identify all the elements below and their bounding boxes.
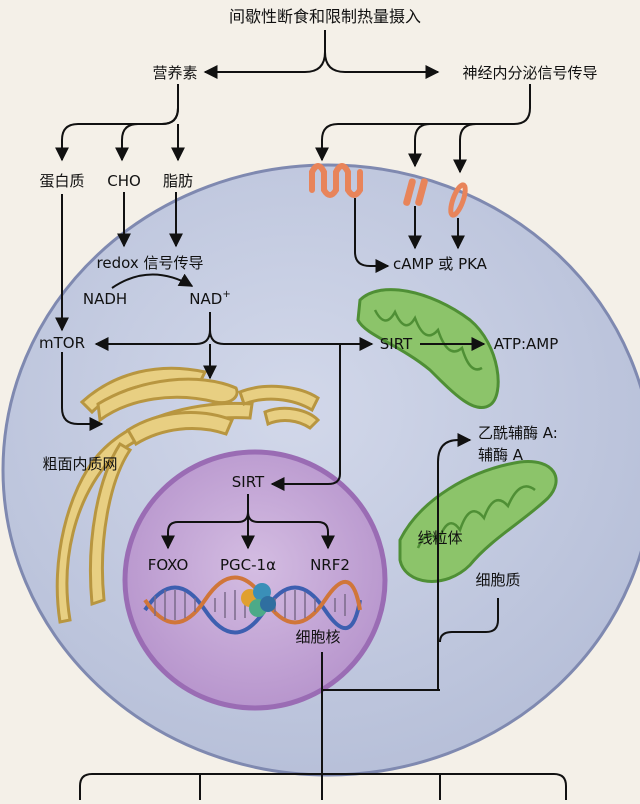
label-sirt-nucleus: SIRT [232,473,265,491]
title: 间歇性断食和限制热量摄入 [229,7,421,26]
label-acetyl-coa-1: 乙酰辅酶 A: [478,424,558,442]
nucleus [122,449,388,711]
label-atp-amp: ATP:AMP [494,335,559,353]
label-nad: NAD+ [189,289,230,308]
label-neuroendocrine: 神经内分泌信号传导 [462,64,597,82]
label-rough-er: 粗面内质网 [42,455,117,473]
label-nutrients: 营养素 [152,64,197,82]
rough-er [55,366,321,624]
label-nadh: NADH [83,290,127,308]
protein-complex-icon [241,583,276,617]
label-sirt-cytoplasm: SIRT [380,335,413,353]
ion-channel-icon [403,178,428,206]
label-mitochondria: 线粒体 [417,529,462,547]
label-redox: redox 信号传导 [97,254,204,272]
label-cho: CHO [107,172,141,190]
label-protein: 蛋白质 [39,172,84,190]
label-camp-pka: cAMP 或 PKA [393,255,488,273]
label-fat: 脂肪 [163,172,193,190]
mitochondrion-upper [356,288,500,410]
label-pgc: PGC-1α [220,556,276,574]
label-nrf2: NRF2 [310,556,350,574]
label-nucleus: 细胞核 [295,628,340,646]
receptor-icon [309,163,363,198]
label-cytoplasm: 细胞质 [475,571,520,589]
label-mtor: mTOR [39,334,85,352]
ion-channel-icon [448,182,468,218]
connector-lines [55,30,567,800]
mitochondrion-lower [398,460,558,583]
label-acetyl-coa-2: 辅酶 A [478,446,524,464]
label-foxo: FOXO [148,556,189,574]
